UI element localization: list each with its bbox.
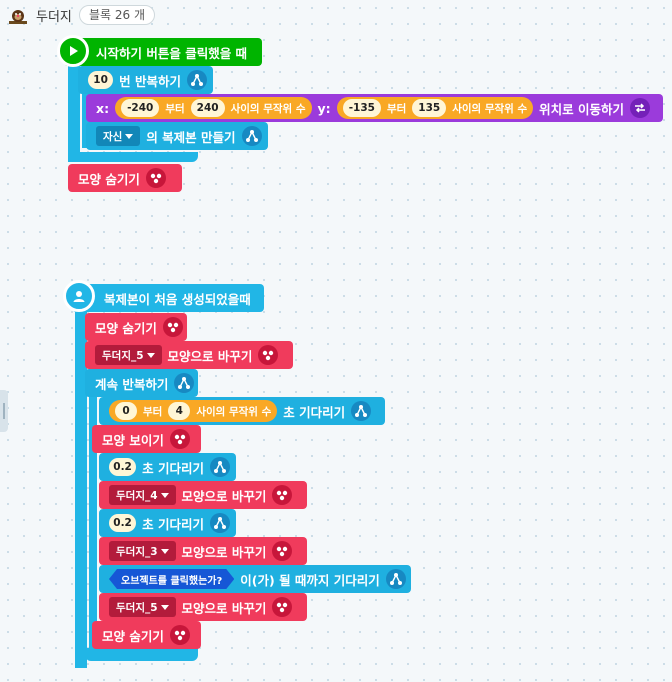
hide-label: 모양 숨기기: [102, 628, 164, 644]
sprite-mole-icon: [8, 5, 28, 25]
object-clicked-condition[interactable]: 오브젝트를 클릭했는가?: [109, 569, 234, 589]
looks-icon: [145, 168, 166, 188]
y-min-input[interactable]: -135: [342, 99, 381, 117]
wait-from-label: 부터: [143, 405, 163, 418]
flow-icon: [210, 457, 230, 477]
flow-icon: [187, 70, 207, 90]
sprite-name: 두더지: [36, 10, 72, 25]
wait-suffix-label: 초 기다리기: [283, 404, 346, 420]
shape-dropdown[interactable]: 두더지_4: [109, 485, 176, 505]
start-hat-block[interactable]: 시작하기 버튼을 클릭했을 때: [64, 38, 262, 66]
hide-block[interactable]: 모양 숨기기: [92, 621, 201, 649]
looks-icon: [258, 345, 279, 365]
forever-block[interactable]: 계속 반복하기: [85, 369, 198, 397]
change-shape-block[interactable]: 두더지_4 모양으로 바꾸기: [99, 481, 307, 509]
wait-block[interactable]: 0.2 초 기다리기: [99, 453, 236, 481]
hide-block[interactable]: 모양 숨기기: [68, 164, 182, 192]
clone-label: 의 복제본 만들기: [146, 129, 236, 145]
clone-target-dropdown[interactable]: 자신: [96, 126, 141, 146]
y-from-label: 부터: [386, 102, 407, 115]
repeat-foot: [68, 152, 198, 162]
flow-icon: [241, 126, 262, 146]
wait-until-label: 이(가) 될 때까지 기다리기: [240, 572, 380, 588]
clone-hat-label: 복제본이 처음 생성되었을때: [104, 291, 251, 307]
forever-foot: [85, 648, 198, 661]
shape-dropdown[interactable]: 두더지_3: [109, 541, 176, 561]
y-random-label: 사이의 무작위 수: [452, 102, 528, 115]
repeat-label: 번 반복하기: [119, 73, 181, 89]
dropdown-arrow-icon: [146, 352, 155, 358]
wait-block[interactable]: 0.2 초 기다리기: [99, 509, 236, 537]
change-shape-label: 모양으로 바꾸기: [167, 348, 253, 364]
x-random-label: 사이의 무작위 수: [230, 102, 306, 115]
change-shape-block[interactable]: 두더지_5 모양으로 바꾸기: [85, 341, 293, 369]
change-shape-label: 모양으로 바꾸기: [181, 544, 267, 560]
script1-rail: [68, 50, 80, 162]
dropdown-arrow-icon: [160, 548, 169, 554]
clone-hat-block[interactable]: 복제본이 처음 생성되었을때: [72, 284, 264, 312]
shape-dropdown[interactable]: 두더지_5: [109, 597, 176, 617]
motion-icon: [630, 98, 651, 118]
show-block[interactable]: 모양 보이기: [92, 425, 201, 453]
move-suffix-label: 위치로 이동하기: [539, 101, 625, 117]
looks-icon: [169, 429, 190, 449]
repeat-block[interactable]: 10 번 반복하기: [78, 66, 213, 94]
change-shape-label: 모양으로 바꾸기: [181, 600, 267, 616]
change-shape-block[interactable]: 두더지_3 모양으로 바꾸기: [99, 537, 307, 565]
change-shape-block[interactable]: 두더지_5 모양으로 바꾸기: [99, 593, 307, 621]
wait-random-block[interactable]: 0 부터 4 사이의 무작위 수 초 기다리기: [99, 397, 385, 425]
x-max-input[interactable]: 240: [190, 99, 225, 117]
dropdown-arrow-icon: [125, 133, 134, 139]
block-count-badge: 블록 26 개: [79, 5, 156, 25]
panel-resize-handle[interactable]: [0, 390, 8, 432]
wait-until-block[interactable]: 오브젝트를 클릭했는가? 이(가) 될 때까지 기다리기: [99, 565, 411, 593]
wait-random-op[interactable]: 0 부터 4 사이의 무작위 수: [109, 400, 278, 422]
x-random-op[interactable]: -240 부터 240 사이의 무작위 수: [115, 97, 312, 119]
move-random-block[interactable]: x: -240 부터 240 사이의 무작위 수 y: -135 부터 135 …: [86, 94, 663, 122]
shape-dropdown[interactable]: 두더지_5: [95, 345, 162, 365]
flow-icon: [385, 569, 406, 589]
hide-label: 모양 숨기기: [95, 320, 157, 336]
hide-label: 모양 숨기기: [78, 171, 140, 187]
forever-rail: [89, 392, 97, 648]
shape-dropdown-label: 두더지_5: [116, 601, 158, 614]
x-from-label: 부터: [165, 102, 185, 115]
flow-icon: [351, 401, 372, 421]
looks-icon: [162, 317, 183, 337]
y-random-op[interactable]: -135 부터 135 사이의 무작위 수: [336, 97, 534, 119]
shape-dropdown-label: 두더지_3: [116, 545, 158, 558]
wait-seconds-input[interactable]: 0.2: [109, 514, 137, 532]
wait-min-input[interactable]: 0: [115, 402, 137, 420]
wait-max-input[interactable]: 4: [168, 402, 191, 420]
shape-dropdown-label: 두더지_5: [102, 349, 144, 362]
x-min-input[interactable]: -240: [121, 99, 160, 117]
repeat-count-input[interactable]: 10: [88, 71, 114, 89]
shape-dropdown-label: 두더지_4: [116, 489, 158, 502]
forever-label: 계속 반복하기: [95, 376, 169, 392]
create-clone-block[interactable]: 자신 의 복제본 만들기: [86, 122, 268, 150]
change-shape-label: 모양으로 바꾸기: [181, 488, 267, 504]
x-label: x:: [96, 100, 110, 116]
looks-icon: [272, 597, 293, 617]
clone-target-label: 자신: [103, 130, 123, 143]
y-label: y:: [317, 100, 331, 116]
looks-icon: [272, 485, 293, 505]
wait-random-label: 사이의 무작위 수: [196, 405, 272, 418]
flow-icon: [174, 373, 195, 393]
dropdown-arrow-icon: [160, 604, 169, 610]
show-label: 모양 보이기: [102, 432, 164, 448]
looks-icon: [272, 541, 293, 561]
wait-seconds-input[interactable]: 0.2: [109, 458, 137, 476]
dropdown-arrow-icon: [160, 492, 169, 498]
looks-icon: [169, 625, 190, 645]
script2-rail: [75, 300, 87, 668]
wait-label: 초 기다리기: [142, 516, 204, 532]
hide-block[interactable]: 모양 숨기기: [85, 313, 187, 341]
wait-label: 초 기다리기: [142, 460, 204, 476]
play-icon: [57, 35, 89, 67]
start-hat-label: 시작하기 버튼을 클릭했을 때: [96, 45, 248, 61]
flow-icon: [210, 513, 230, 533]
user-icon: [63, 280, 95, 312]
y-max-input[interactable]: 135: [412, 99, 447, 117]
